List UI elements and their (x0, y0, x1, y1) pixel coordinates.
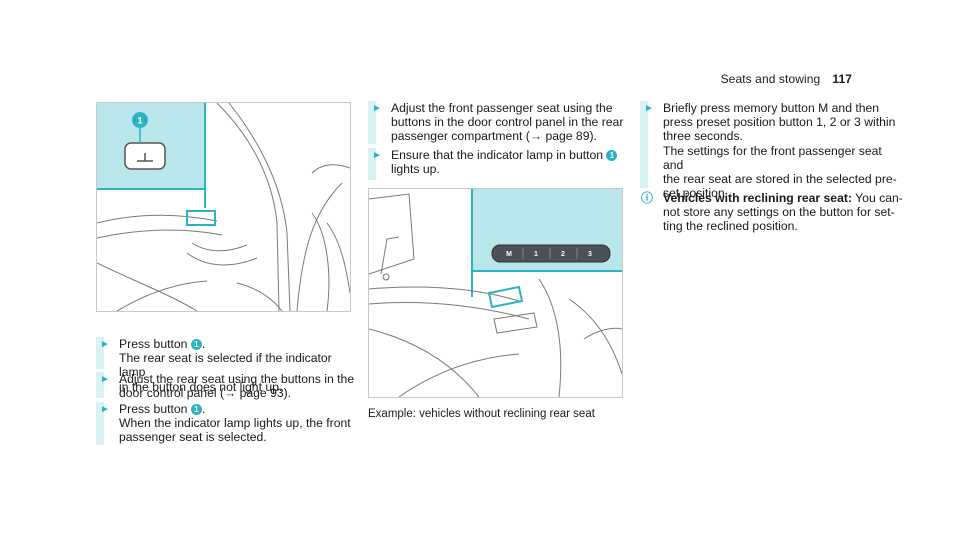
page-number: 117 (832, 72, 852, 86)
step-text: door control panel (→ page 93). (119, 386, 292, 401)
step-arrow-icon: ► (100, 374, 110, 385)
step-text: passenger compartment (→ page 89). (391, 129, 597, 144)
step-text: press preset position button 1, 2 or 3 w… (663, 115, 896, 130)
note-reclining-seat: ⓘ Vehicles with reclining rear seat: You… (640, 191, 905, 236)
step-text: The rear seat is selected if the indicat… (119, 351, 332, 380)
section-title: Seats and stowing (720, 72, 821, 86)
memory-button-2: 2 (561, 251, 565, 258)
figure-rear-seat-button: 1 (96, 102, 351, 312)
figure-caption: Example: vehicles without reclining rear… (368, 408, 595, 420)
door-panel-illustration: 1 (97, 103, 350, 311)
callout-label: 1 (137, 116, 142, 126)
step-memory-button: ► Briefly press memory button M and then… (640, 101, 905, 200)
door-panel-illustration: M 1 2 3 (369, 189, 622, 397)
step-arrow-icon: ► (372, 103, 382, 114)
step-text: . (201, 402, 206, 416)
note-text: ting the reclined position. (663, 219, 798, 234)
callout-marker (132, 112, 148, 128)
note-title: Vehicles with reclining rear seat: (663, 191, 852, 205)
step-press-button-again: ► Press button 1. When the indicator lam… (96, 402, 356, 445)
step-arrow-icon: ► (372, 150, 382, 161)
memory-button-1: 1 (534, 251, 538, 258)
step-arrow-icon: ► (100, 404, 110, 415)
step-adjust-front-seat: ► Adjust the front passenger seat using … (368, 101, 628, 144)
info-icon: ⓘ (641, 191, 654, 205)
page-header: Seats and stowing 117 (721, 72, 852, 86)
step-text: lights up. (391, 162, 440, 177)
step-text: set position. (663, 186, 729, 201)
step-ensure-lamp: ► Ensure that the indicator lamp in butt… (368, 148, 628, 180)
step-text: the rear seat are stored in the selected… (663, 172, 897, 187)
step-text: Press button (119, 337, 188, 351)
step-text: Press button (119, 402, 188, 416)
step-text: Ensure that the indicator lamp in button (391, 148, 604, 162)
figure-memory-buttons: M 1 2 3 (368, 188, 623, 398)
step-text: When the indicator lamp lights up, the f… (119, 416, 351, 431)
memory-button-strip (491, 244, 611, 263)
step-text: Briefly press memory button M and then (663, 101, 880, 115)
memory-button-3: 3 (588, 251, 592, 258)
step-arrow-icon: ► (644, 103, 654, 114)
step-text: Adjust the rear seat using the buttons i… (119, 372, 355, 386)
step-text: Adjust the front passenger seat using th… (391, 101, 613, 115)
step-text: . (201, 337, 206, 351)
step-text: The settings for the front passenger sea… (663, 143, 882, 172)
step-text: in the button does not light up. (119, 379, 283, 394)
step-text: buttons in the door control panel in the… (391, 115, 624, 130)
callout-marker: 1 (190, 339, 202, 350)
step-press-button: ► Press button 1. The rear seat is selec… (96, 337, 356, 394)
memory-button-m: M (506, 251, 512, 258)
step-text: passenger seat is selected. (119, 430, 267, 445)
note-text: You can- (855, 191, 903, 205)
step-adjust-rear-seat: ► Adjust the rear seat using the buttons… (96, 372, 356, 401)
callout-marker: 1 (606, 150, 618, 161)
note-text: not store any settings on the button for… (663, 205, 895, 220)
step-arrow-icon: ► (100, 339, 110, 350)
callout-marker: 1 (190, 404, 202, 415)
step-text: three seconds. (663, 129, 743, 144)
